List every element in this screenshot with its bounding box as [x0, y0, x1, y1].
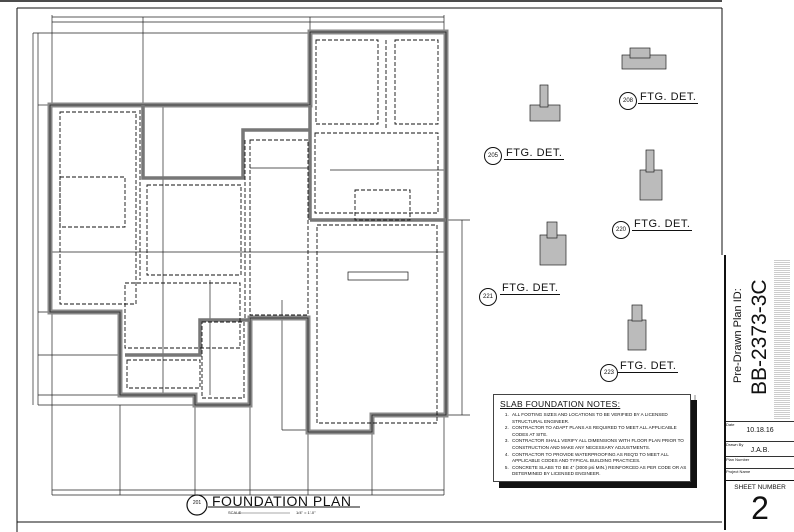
- detail-220-number: 220: [612, 221, 630, 239]
- note-item: CONTRACTOR TO ADAPT PLANS AS REQUIRED TO…: [510, 425, 690, 438]
- plan-number-field: Plan Number: [726, 456, 794, 469]
- detail-221-label: FTG. DET.: [500, 282, 561, 295]
- note-item: CONTRACTOR SHALL VERIFY ALL DIMENSIONS W…: [510, 438, 690, 451]
- plan-id-label: Pre-Drawn Plan ID:: [732, 288, 744, 383]
- detail-220-label: FTG. DET.: [632, 218, 693, 231]
- date-field: Date 10.18.16: [726, 421, 794, 442]
- scale-label: SCALE: [228, 510, 242, 515]
- detail-223-number: 223: [600, 364, 618, 382]
- legal-fine-print: [774, 259, 790, 419]
- date-value: 10.18.16: [746, 427, 774, 434]
- drawn-by-label: Drawn By: [726, 442, 744, 447]
- note-item: CONCRETE SLABS TO BE 4" (3000 psi MIN.) …: [510, 465, 690, 478]
- slab-foundation-notes: SLAB FOUNDATION NOTES: ALL FOOTING SIZES…: [493, 394, 691, 482]
- sheet-number-label: SHEET NUMBER: [734, 484, 786, 491]
- plan-id: BB-2373-3C: [748, 279, 771, 395]
- detail-208-number: 208: [619, 92, 637, 110]
- detail-223-label: FTG. DET.: [618, 360, 679, 373]
- note-item: CONTRACTOR TO PROVIDE WATERPROOFING AS R…: [510, 452, 690, 465]
- drawn-by-value: J.A.B.: [750, 447, 770, 454]
- plan-number-label: Plan Number: [726, 457, 750, 462]
- title-block: Pre-Drawn Plan ID: BB-2373-3C Date 10.18…: [724, 255, 794, 530]
- detail-205-number: 205: [484, 147, 502, 165]
- sheet-number: 2: [751, 490, 769, 526]
- plan-number: 201: [192, 500, 202, 506]
- plan-number-circle: [186, 494, 208, 516]
- scale-value: 1/4" = 1'-0": [296, 510, 316, 515]
- plan-callout-box: [347, 271, 409, 281]
- project-name-label: Project Name: [726, 469, 751, 474]
- sheet-number-field: SHEET NUMBER 2: [726, 480, 794, 531]
- note-item: ALL FOOTING SIZES AND LOCATIONS TO BE VE…: [510, 412, 690, 425]
- detail-208-label: FTG. DET.: [638, 91, 699, 104]
- project-name-field: Project Name: [726, 468, 794, 491]
- detail-221-number: 221: [479, 288, 497, 306]
- detail-205-label: FTG. DET.: [504, 147, 565, 160]
- drawn-by-field: Drawn By J.A.B.: [726, 441, 794, 457]
- plan-title: FOUNDATION PLAN: [212, 493, 352, 509]
- notes-title: SLAB FOUNDATION NOTES:: [500, 399, 621, 409]
- date-label: Date: [726, 422, 735, 427]
